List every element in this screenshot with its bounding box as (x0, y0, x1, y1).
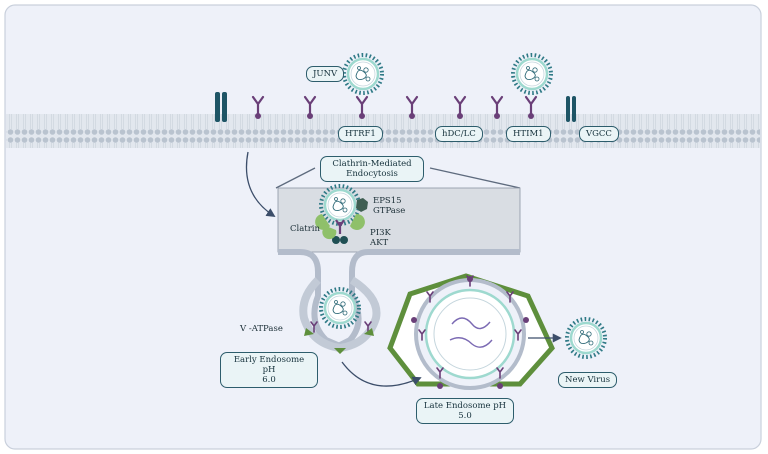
arrow-to-zoom (245, 151, 276, 217)
viral-rna (449, 317, 493, 348)
receptor-y-icon (335, 219, 345, 234)
early-endosome-line2: 6.0 (262, 375, 276, 385)
pi3k-akt-icon (332, 236, 348, 244)
htrf1-label: HTRF1 (338, 126, 383, 142)
zoom-lines (275, 167, 521, 189)
cme-label: Clathrin-Mediated Endocytosis (320, 156, 424, 182)
junv-label: JUNV (306, 66, 345, 82)
late-endosome-line2: 5.0 (458, 411, 472, 421)
early-endosome-line1: Early Endosome pH (233, 355, 305, 375)
plasma-membrane (6, 114, 760, 148)
cme-label-line1: Clathrin-Mediated (332, 159, 412, 169)
hdc-lc-label: hDC/LC (435, 126, 483, 142)
ion-channel-icon (215, 92, 227, 122)
pi3k-text: PI3K (370, 228, 391, 238)
clathrin-coat-icon (315, 213, 365, 240)
htim1-label: HTIM1 (506, 126, 551, 142)
new-virus-label: New Virus (558, 372, 618, 388)
vgcc-label: VGCC (579, 126, 619, 142)
eps15-text: EPS15 (373, 196, 402, 206)
late-endosome-label: Late Endosome pH 5.0 (416, 398, 514, 424)
eps15-blob-icon (356, 198, 368, 212)
gtpase-text: GTPase (373, 206, 406, 216)
v-atpase-markers (304, 328, 374, 354)
ion-channel-icon (566, 96, 576, 122)
late-endosome-line1: Late Endosome pH (423, 401, 507, 411)
early-endosome-label: Early Endosome pH 6.0 (220, 352, 318, 388)
akt-text: AKT (370, 238, 389, 248)
clatrin-text: Clatrin (290, 224, 320, 234)
v-atpase-text: V -ATPase (240, 324, 283, 334)
arrow-to-late-endosome (341, 361, 422, 387)
cme-label-line2: Endocytosis (346, 169, 398, 179)
